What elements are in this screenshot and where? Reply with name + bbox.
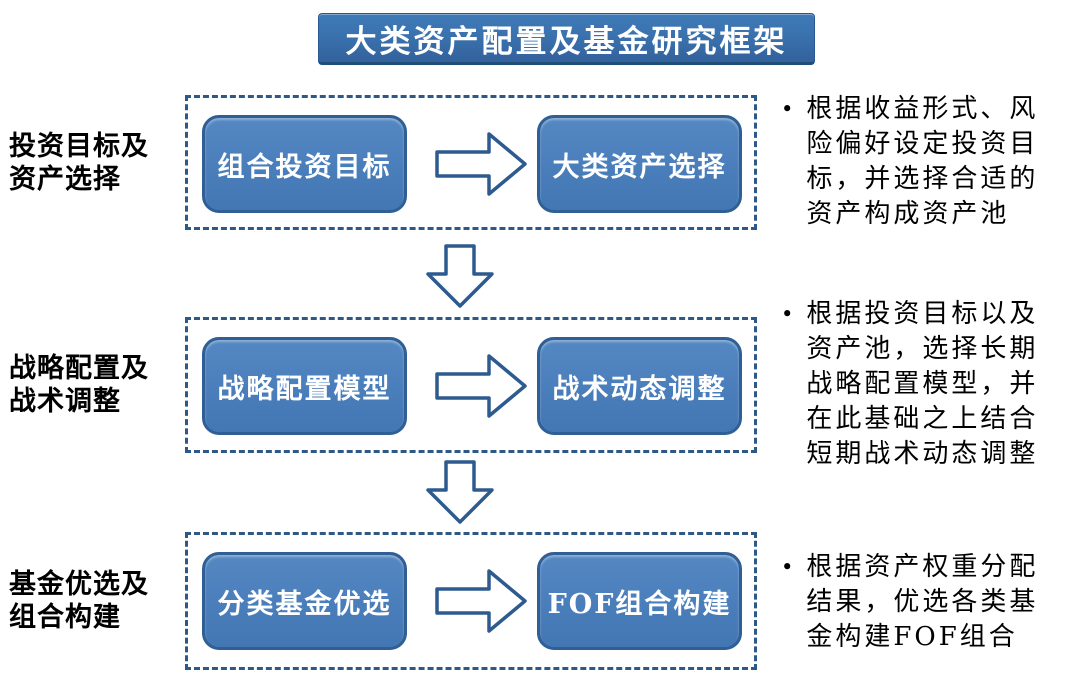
process-box: 战略配置模型: [202, 337, 407, 435]
stage-note-text: 根据投资目标以及资产池，选择长期战略配置模型，并在此基础之上结合短期战术动态调整: [806, 299, 1039, 469]
stage-note: • 根据收益形式、风险偏好设定投资目标，并选择合适的资产构成资产池: [781, 92, 1053, 232]
stage-label: 投资目标及 资产选择: [9, 130, 185, 196]
stage-label-line2: 战术调整: [9, 386, 121, 417]
process-box: 分类基金优选: [202, 552, 407, 650]
bullet-icon: •: [781, 97, 794, 121]
down-arrow-icon: [426, 460, 494, 524]
stage-note: • 根据资产权重分配结果，优选各类基金构建FOF组合: [781, 550, 1053, 655]
stage-label-line1: 战略配置及: [9, 353, 149, 384]
process-box-label: 分类基金优选: [217, 588, 392, 620]
process-box-label: FOF组合构建: [547, 588, 732, 620]
stage-label-line2: 资产选择: [9, 163, 121, 195]
down-arrow-icon: [426, 244, 494, 308]
process-box-label: 大类资产选择: [552, 151, 727, 183]
process-box: FOF组合构建: [537, 552, 742, 650]
process-box: 大类资产选择: [537, 115, 742, 213]
stage-row-strategic-allocation: 战略配置及 战术调整 战略配置模型 战术动态调整 • 根据投资目标以及资产池，选…: [0, 299, 1068, 469]
bullet-icon: •: [781, 302, 794, 326]
stage-note-text: 根据资产权重分配结果，优选各类基金构建FOF组合: [806, 552, 1039, 652]
stage-note: • 根据投资目标以及资产池，选择长期战略配置模型，并在此基础之上结合短期战术动态…: [781, 297, 1053, 472]
stage-row-fund-selection: 基金优选及 组合构建 分类基金优选 FOF组合构建 • 根据资产权重分配结果，优…: [0, 532, 1068, 670]
stage-label-line1: 投资目标及: [9, 130, 149, 162]
process-box: 组合投资目标: [202, 115, 407, 213]
right-arrow-icon: [435, 354, 527, 418]
process-box-label: 战术动态调整: [552, 373, 727, 405]
stage-dashed-container: 组合投资目标 大类资产选择: [185, 95, 757, 230]
stage-label-line2: 组合构建: [9, 602, 121, 633]
bullet-icon: •: [781, 555, 794, 579]
stage-label: 基金优选及 组合构建: [9, 568, 185, 634]
stage-note-text: 根据收益形式、风险偏好设定投资目标，并选择合适的资产构成资产池: [806, 94, 1039, 229]
right-arrow-icon: [435, 569, 527, 633]
diagram-title: 大类资产配置及基金研究框架: [318, 13, 815, 65]
stage-label-line1: 基金优选及: [9, 569, 149, 600]
process-box-label: 组合投资目标: [217, 151, 392, 183]
process-box: 战术动态调整: [537, 337, 742, 435]
stage-dashed-container: 分类基金优选 FOF组合构建: [185, 532, 757, 670]
right-arrow-icon: [435, 132, 527, 196]
stage-label: 战略配置及 战术调整: [9, 352, 185, 418]
process-box-label: 战略配置模型: [217, 373, 392, 405]
stage-row-investment-goal: 投资目标及 资产选择 组合投资目标 大类资产选择 • 根据收益形式、风险偏好设定…: [0, 92, 1068, 232]
stage-dashed-container: 战略配置模型 战术动态调整: [185, 317, 757, 453]
